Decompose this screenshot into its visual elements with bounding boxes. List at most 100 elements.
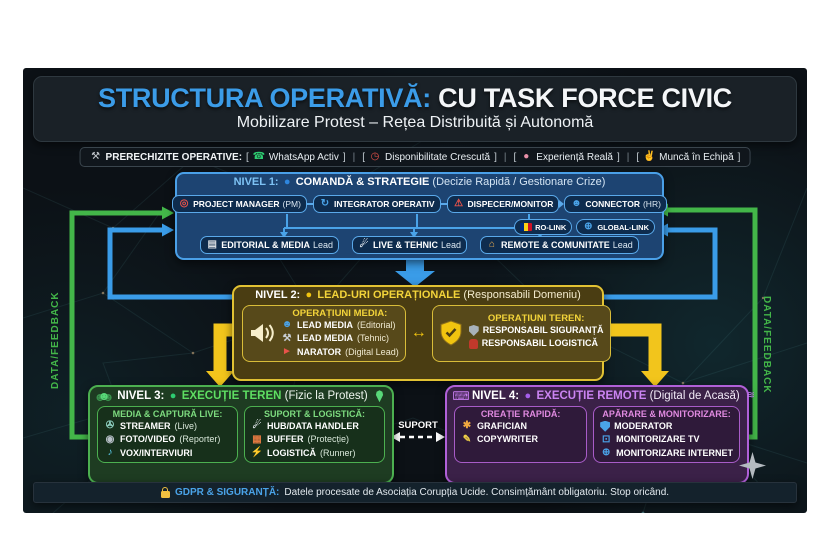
- item-label: MONITORIZARE INTERNET: [616, 447, 733, 458]
- item-note: (Editorial): [357, 319, 396, 330]
- page-subtitle: Mobilizare Protest – Rețea Distribuită ș…: [236, 114, 594, 132]
- bracket: [: [246, 151, 249, 163]
- runner-icon: ⚡: [250, 447, 264, 459]
- item-label: COPYWRITER: [477, 434, 539, 444]
- bracket: [: [362, 151, 366, 163]
- nivel1-roles-row: ◎ PROJECT MANAGER (PM) ↻ INTEGRATOR OPER…: [172, 195, 667, 213]
- nivel3-prefix: NIVEL 3:: [117, 390, 165, 402]
- suport-logistica-box: SUPORT & LOGISTICĂ: ☄ HUB/DATA HANDLER ▦…: [244, 405, 385, 463]
- globe-icon: ⊕: [584, 221, 593, 232]
- whatsapp-phone-icon: ☎: [252, 151, 266, 162]
- blue-dot-icon: ●: [283, 176, 291, 188]
- nivel4-body: CREAȚIE RAPIDĂ: ✱ GRAFICIAN ✎ COPYWRITER…: [447, 404, 747, 470]
- nivel4-title: EXECUȚIE REMOTE: [536, 390, 647, 402]
- separator: |: [626, 151, 630, 163]
- item-monitorizare-internet: ⊕ MONITORIZARE INTERNET: [600, 447, 733, 461]
- link-line: [306, 203, 313, 205]
- item-note: (Reporter): [179, 434, 221, 444]
- bracket: [: [513, 151, 517, 163]
- nivel2-body: OPERAȚIUNI MEDIA: ☻ LEAD MEDIA (Editoria…: [234, 302, 611, 366]
- group-title: APĂRARE & MONITORIZARE:: [602, 408, 731, 419]
- item-label: RESPONSABIL SIGURANȚĂ: [482, 324, 604, 335]
- home-icon: ⌂: [489, 239, 496, 250]
- prereq-item: Experiență Reală: [536, 151, 613, 163]
- item-streamer: ✇ STREAMER (Live): [104, 420, 231, 434]
- lead-live-tehnic: ☄ LIVE & TEHNIC Lead: [351, 236, 468, 254]
- item-responsabil-siguranta: RESPONSABIL SIGURANȚĂ: [468, 324, 604, 338]
- nivel1-note: (Decizie Rapidă / Gestionare Crize): [432, 176, 606, 188]
- item-label: BUFFER: [267, 434, 304, 444]
- link-line: [440, 203, 447, 205]
- role-label: CONNECTOR: [585, 199, 640, 209]
- infographic: DATA/FEEDBACK DATA/FEEDBACK SUPORT STRUC…: [23, 68, 807, 513]
- operatiuni-media-box: OPERAȚIUNI MEDIA: ☻ LEAD MEDIA (Editoria…: [242, 304, 406, 363]
- item-foto-video: ◉ FOTO/VIDEO (Reporter): [104, 433, 231, 447]
- nivel4-panel: ⌨ NIVEL 4: ● EXECUȚIE REMOTE (Digital de…: [445, 385, 755, 484]
- item-note: (Runner): [320, 447, 356, 458]
- item-label: VOX/INTERVIURI: [120, 447, 193, 458]
- media-captura-live-box: MEDIA & CAPTURĂ LIVE: ✇ STREAMER (Live) …: [97, 405, 238, 463]
- item-logistica-runner: ⚡ LOGISTICĂ (Runner): [251, 447, 378, 461]
- role-dispecer-monitor: ⚠ DISPECER/MONITOR: [446, 195, 560, 213]
- megaphone-red-icon: ►: [282, 346, 292, 358]
- connector-arrows: [69, 203, 758, 442]
- role-label: PROJECT MANAGER: [193, 199, 280, 209]
- item-hub-data-handler: ☄ HUB/DATA HANDLER: [251, 420, 378, 434]
- nivel3-body: MEDIA & CAPTURĂ LIVE: ✇ STREAMER (Live) …: [90, 404, 392, 470]
- bidirectional-arrow: ↔: [410, 324, 427, 342]
- people-icon: ☻: [571, 198, 582, 209]
- nivel2-prefix: NIVEL 2:: [255, 289, 301, 301]
- link-label: GLOBAL-LINK: [597, 222, 649, 232]
- item-label: STREAMER: [120, 420, 171, 431]
- nivel2-note: (Responsabili Domeniu): [463, 289, 581, 301]
- shield-gray-icon: [468, 325, 479, 336]
- video-camera-icon: ✇: [105, 420, 115, 432]
- brick-wall-icon: ▦: [252, 433, 262, 445]
- item-label: MODERATOR: [614, 420, 673, 431]
- lead-label: LIVE & TEHNIC: [372, 240, 438, 250]
- feedback-green-left: [69, 210, 163, 440]
- megaphone-icon: [251, 324, 274, 343]
- item-note: (Live): [174, 420, 198, 431]
- item-vox-interviuri: ♪ VOX/INTERVIURI: [104, 447, 231, 461]
- item-label: GRAFICIAN: [477, 420, 527, 431]
- item-narator: ► NARATOR (Digital Lead): [281, 346, 399, 360]
- item-note: (Tehnic): [357, 333, 390, 343]
- item-lead-media-editorial: ☻ LEAD MEDIA (Editorial): [281, 319, 399, 333]
- wifi-icon: ≋: [746, 390, 755, 402]
- item-grafician: ✱ GRAFICIAN: [461, 420, 580, 434]
- map-pin-icon: [375, 390, 384, 403]
- bracket: ]: [342, 151, 346, 163]
- target-icon: ◎: [179, 198, 189, 209]
- data-feedback-label-left: DATA/FEEDBACK: [50, 291, 61, 389]
- item-buffer: ▦ BUFFER (Protecție): [251, 433, 378, 447]
- item-label: MONITORIZARE TV: [616, 434, 700, 444]
- sync-icon: ↻: [320, 198, 330, 209]
- role-project-manager: ◎ PROJECT MANAGER (PM): [172, 195, 307, 213]
- photo-camera-icon: ◉: [105, 433, 115, 445]
- role-connector-hr: ☻ CONNECTOR (HR): [564, 195, 667, 213]
- nivel1-links: RO-LINK ⊕ GLOBAL-LINK: [514, 219, 655, 235]
- data-feedback-label-right: DATA/FEEDBACK: [761, 296, 772, 394]
- item-monitorizare-tv: ⊡ MONITORIZARE TV: [600, 433, 733, 447]
- item-responsabil-logistica: RESPONSABIL LOGISTICĂ: [468, 337, 604, 351]
- prereq-item: Disponibilitate Crescută: [385, 151, 491, 163]
- lock-icon: [160, 487, 170, 498]
- arrow-nivel1-to-nivel2: [395, 254, 435, 287]
- suport-label: SUPORT: [398, 420, 438, 431]
- title-rest: CU TASK FORCE CIVIC: [430, 83, 732, 113]
- arrow-nivel2-to-nivel4: [598, 323, 662, 372]
- global-link-badge: ⊕ GLOBAL-LINK: [576, 219, 655, 235]
- gdpr-text: Datele procesate de Asociația Corupția U…: [284, 487, 670, 498]
- prereq-item: Muncă în Echipă: [659, 151, 734, 163]
- item-lead-media-tehnic: ⚒ LEAD MEDIA (Tehnic): [281, 332, 399, 346]
- nivel4-note: (Digital de Acasă): [649, 390, 740, 402]
- aparare-monitorizare-box: APĂRARE & MONITORIZARE: MODERATOR ⊡ MONI…: [593, 405, 740, 463]
- item-note: (Digital Lead): [345, 346, 399, 357]
- item-label: HUB/DATA HANDLER: [267, 420, 359, 431]
- shield-check-icon: [440, 320, 462, 346]
- gdpr-footer: GDPR & SIGURANȚĂ: Datele procesate de As…: [33, 482, 797, 503]
- alarm-clock-icon: ◷: [370, 151, 380, 162]
- backpack-icon: [468, 339, 478, 349]
